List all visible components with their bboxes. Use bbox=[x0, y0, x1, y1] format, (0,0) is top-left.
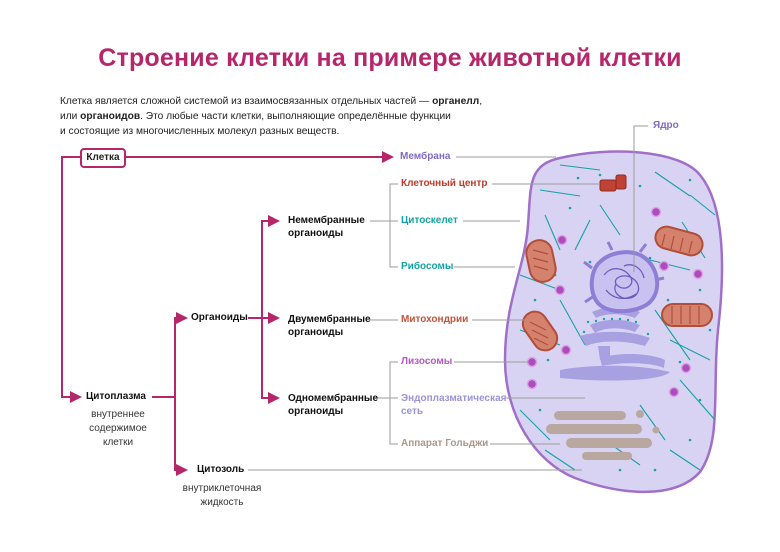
line-to-singlemembrane bbox=[261, 318, 280, 404]
intro-term-organelles: органелл bbox=[432, 96, 480, 107]
node-doublemembrane-organoids: Двумембранные органоиды bbox=[288, 313, 371, 339]
label-ribosomes: Рибосомы bbox=[401, 261, 454, 272]
intro-text: Клетка является сложной системой из взаи… bbox=[60, 94, 490, 139]
line-cell-cytoplasm bbox=[61, 156, 82, 403]
intro-line-2-rest: . Это любые части клетки, выполняющие оп… bbox=[140, 111, 451, 122]
mitochondrion-2 bbox=[654, 225, 704, 257]
cell-illustration bbox=[503, 150, 724, 494]
doublemembrane-line-2: органоиды bbox=[288, 327, 344, 338]
cytoplasm-description: внутреннее содержимое клетки bbox=[80, 408, 156, 450]
node-nonmembrane-organoids: Немембранные органоиды bbox=[288, 214, 365, 240]
pointer-lines bbox=[248, 125, 648, 471]
line-to-cytosol bbox=[174, 397, 188, 476]
intro-line-3: и состоящие из многочисленных молекул ра… bbox=[60, 126, 340, 137]
nonmembrane-line-1: Немембранные bbox=[288, 215, 365, 226]
cytoplasm-desc-line-3: клетки bbox=[102, 437, 134, 448]
nucleus bbox=[583, 241, 665, 314]
label-cytoskeleton: Цитоскелет bbox=[401, 215, 458, 226]
intro-line-1: Клетка является сложной системой из взаи… bbox=[60, 96, 433, 107]
cytoplasm-desc-line-1: внутреннее bbox=[91, 409, 145, 420]
lysosome-vesicles bbox=[526, 206, 704, 398]
singlemembrane-line-1: Одномембранные bbox=[288, 393, 379, 404]
golgi-apparatus bbox=[546, 410, 660, 460]
mitochondrion-1 bbox=[525, 239, 557, 283]
cell-contents bbox=[519, 164, 716, 472]
cytoplasm-desc-line-2: содержимое bbox=[89, 423, 147, 434]
label-lysosomes: Лизосомы bbox=[401, 356, 453, 367]
hierarchy-lines bbox=[61, 151, 394, 476]
label-membrane: Мембрана bbox=[400, 151, 451, 162]
node-cytosol: Цитозоль bbox=[197, 464, 245, 475]
line-to-nonmembrane bbox=[261, 215, 280, 318]
page-title: Строение клетки на примере животной клет… bbox=[98, 44, 682, 72]
line-to-organoids bbox=[174, 312, 188, 397]
cytosol-desc-line-2: жидкость bbox=[200, 497, 244, 508]
mitochondrion-4 bbox=[521, 310, 559, 352]
centrosome bbox=[599, 174, 627, 192]
cytosol-desc-line-1: внутриклеточная bbox=[182, 483, 262, 494]
er-network bbox=[560, 306, 670, 381]
pointer-nucleus bbox=[633, 125, 648, 272]
label-er: Эндоплазматическая сеть bbox=[401, 392, 506, 418]
er-line-1: Эндоплазматическая bbox=[401, 393, 507, 404]
mitochondrion-3 bbox=[661, 303, 713, 327]
node-singlemembrane-organoids: Одномембранные органоиды bbox=[288, 392, 378, 418]
intro-term-organoids: органоидов bbox=[80, 111, 141, 122]
er-line-2: сеть bbox=[401, 406, 424, 417]
bracket-lines bbox=[370, 183, 398, 445]
doublemembrane-line-1: Двумембранные bbox=[288, 314, 371, 325]
nonmembrane-line-2: органоиды bbox=[288, 228, 344, 239]
intro-comma: , bbox=[479, 96, 483, 107]
label-nucleus: Ядро bbox=[653, 120, 679, 131]
er-ribosomes bbox=[582, 317, 650, 336]
node-cell: Клетка bbox=[80, 148, 126, 168]
chromatin bbox=[603, 264, 645, 300]
label-mitochondria: Митохондрии bbox=[401, 314, 469, 325]
singlemembrane-line-2: органоиды bbox=[288, 406, 344, 417]
cytosol-description: внутриклеточная жидкость bbox=[176, 482, 268, 510]
intro-line-2: или bbox=[60, 111, 81, 122]
node-organoids: Органоиды bbox=[191, 312, 248, 323]
label-golgi: Аппарат Гольджи bbox=[401, 438, 489, 449]
label-centrosome: Клеточный центр bbox=[401, 178, 488, 189]
node-cytoplasm: Цитоплазма bbox=[86, 391, 146, 402]
nucleus-envelope bbox=[589, 250, 660, 314]
